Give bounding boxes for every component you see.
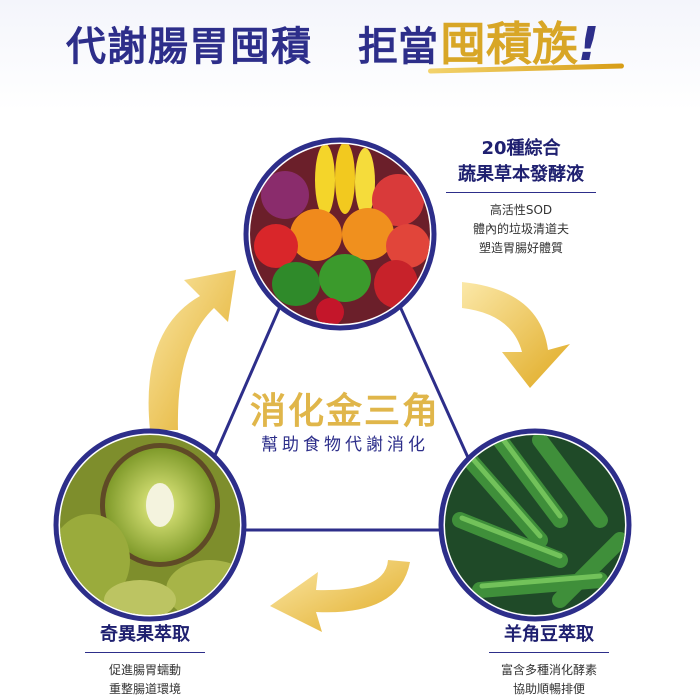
node-left-line-1: 促進腸胃蠕動	[108, 663, 181, 677]
node-top-title-2: 蔬果草本發酵液	[458, 164, 584, 185]
arrow-bottom-left	[270, 560, 410, 632]
divider	[446, 192, 596, 193]
node-right-title: 羊角豆萃取	[504, 624, 594, 645]
node-left-label: 奇異果萃取 促進腸胃蠕動 重整腸道環境	[60, 622, 230, 699]
arrow-top-right	[462, 282, 570, 388]
kiwi-image	[53, 428, 247, 622]
node-right-label: 羊角豆萃取 富含多種消化酵素 協助順暢排便	[464, 622, 634, 699]
node-right-line-2: 協助順暢排便	[512, 682, 585, 696]
center-title: 消化金三角	[249, 390, 440, 432]
arrow-left-up	[148, 270, 236, 430]
exclamation-mark: !	[578, 17, 599, 71]
center-subtitle: 幫助食物代謝消化	[261, 435, 429, 455]
fruit-vegetable-image	[243, 137, 437, 331]
node-top-line-3: 塑造胃腸好體質	[478, 241, 563, 255]
headline-main: 代謝腸胃囤積	[66, 24, 312, 70]
node-left-title: 奇異果萃取	[100, 624, 190, 645]
divider	[489, 652, 609, 653]
node-top-title-1: 20種綜合	[481, 138, 561, 159]
node-top-line-2: 體內的垃圾清道夫	[472, 222, 569, 236]
headline: 代謝腸胃囤積 拒當 囤積族!	[0, 4, 700, 84]
okra-image	[438, 428, 632, 622]
headline-sub: 拒當	[358, 24, 438, 70]
triangle-edge-right	[396, 301, 472, 463]
divider	[85, 652, 205, 653]
node-top-line-1: 高活性SOD	[489, 203, 553, 217]
node-top-label: 20種綜合 蔬果草本發酵液 高活性SOD 體內的垃圾清道夫 塑造胃腸好體質	[428, 136, 614, 258]
node-left-line-2: 重整腸道環境	[108, 682, 181, 696]
node-right-line-1: 富含多種消化酵素	[500, 663, 597, 677]
triangle-edge-left	[210, 301, 284, 463]
headline-accent: 囤積族!	[440, 17, 599, 71]
